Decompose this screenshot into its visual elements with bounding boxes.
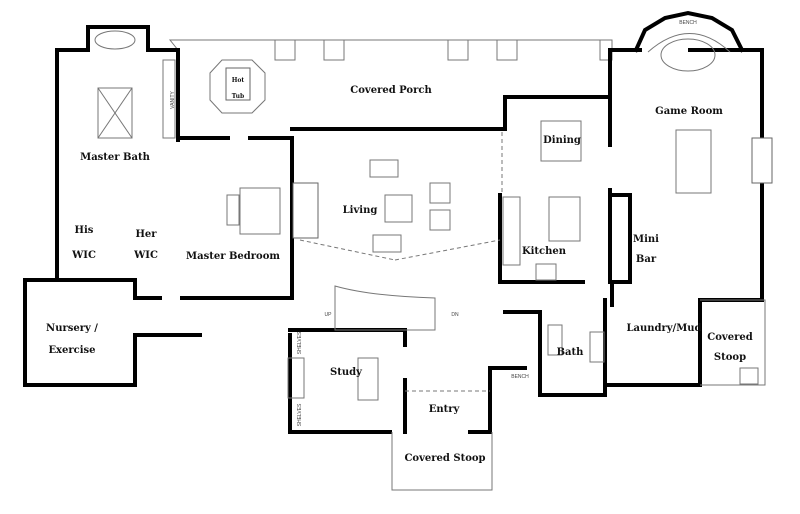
room-label-living: Living (343, 205, 378, 216)
room-label-entry: Entry (429, 404, 461, 415)
room-label-game-room: Game Room (655, 106, 723, 117)
room-label-side-stoop: Stoop (714, 352, 746, 363)
room-label-side-covered: Covered (707, 332, 752, 343)
shelves-label-2: SHELVES (297, 403, 303, 426)
game-room-bay: BENCH (633, 10, 745, 72)
room-label-bar: Bar (636, 254, 657, 265)
room-label-nursery: Nursery / (46, 323, 98, 334)
living-boundary (299, 239, 396, 261)
side-stoop-outline (700, 299, 766, 386)
room-label-kitchen: Kitchen (522, 246, 567, 257)
staircase: UP DN (325, 285, 459, 331)
stairs-down-label: DN (451, 312, 459, 318)
room-label-dining: Dining (543, 135, 581, 146)
covered-porch-outline (168, 39, 613, 61)
room-label-bath: Bath (557, 347, 585, 358)
room-label-her-wic: WIC (133, 250, 158, 261)
furniture (94, 30, 773, 401)
room-label-covered-stoop: Covered Stoop (404, 453, 485, 464)
bench-label: BENCH (679, 20, 697, 26)
room-label-laundry: Laundry/Mud (626, 323, 701, 334)
room-label-exercise: Exercise (48, 345, 95, 356)
room-label-study: Study (330, 367, 363, 378)
vanity-label: VANITY (170, 90, 176, 108)
room-label-his-wic: WIC (71, 250, 96, 261)
stairs-up-label: UP (325, 312, 333, 318)
room-label-master-bedroom: Master Bedroom (186, 251, 280, 262)
shelves-label: SHELVES (297, 331, 303, 354)
hot-tub: Hot Tub (209, 59, 266, 114)
room-label-covered-porch: Covered Porch (350, 85, 432, 96)
living-boundary-2 (394, 239, 501, 261)
hot-tub-label-2: Tub (232, 93, 244, 100)
front-stoop-outline (391, 432, 493, 491)
room-label-master-bath: Master Bath (80, 152, 150, 163)
room-label-mini: Mini (633, 234, 659, 245)
room-label-his: His (75, 225, 94, 236)
room-label-her: Her (135, 229, 157, 240)
hot-tub-label: Hot (232, 77, 245, 84)
entry-bench-label: BENCH (511, 374, 529, 380)
